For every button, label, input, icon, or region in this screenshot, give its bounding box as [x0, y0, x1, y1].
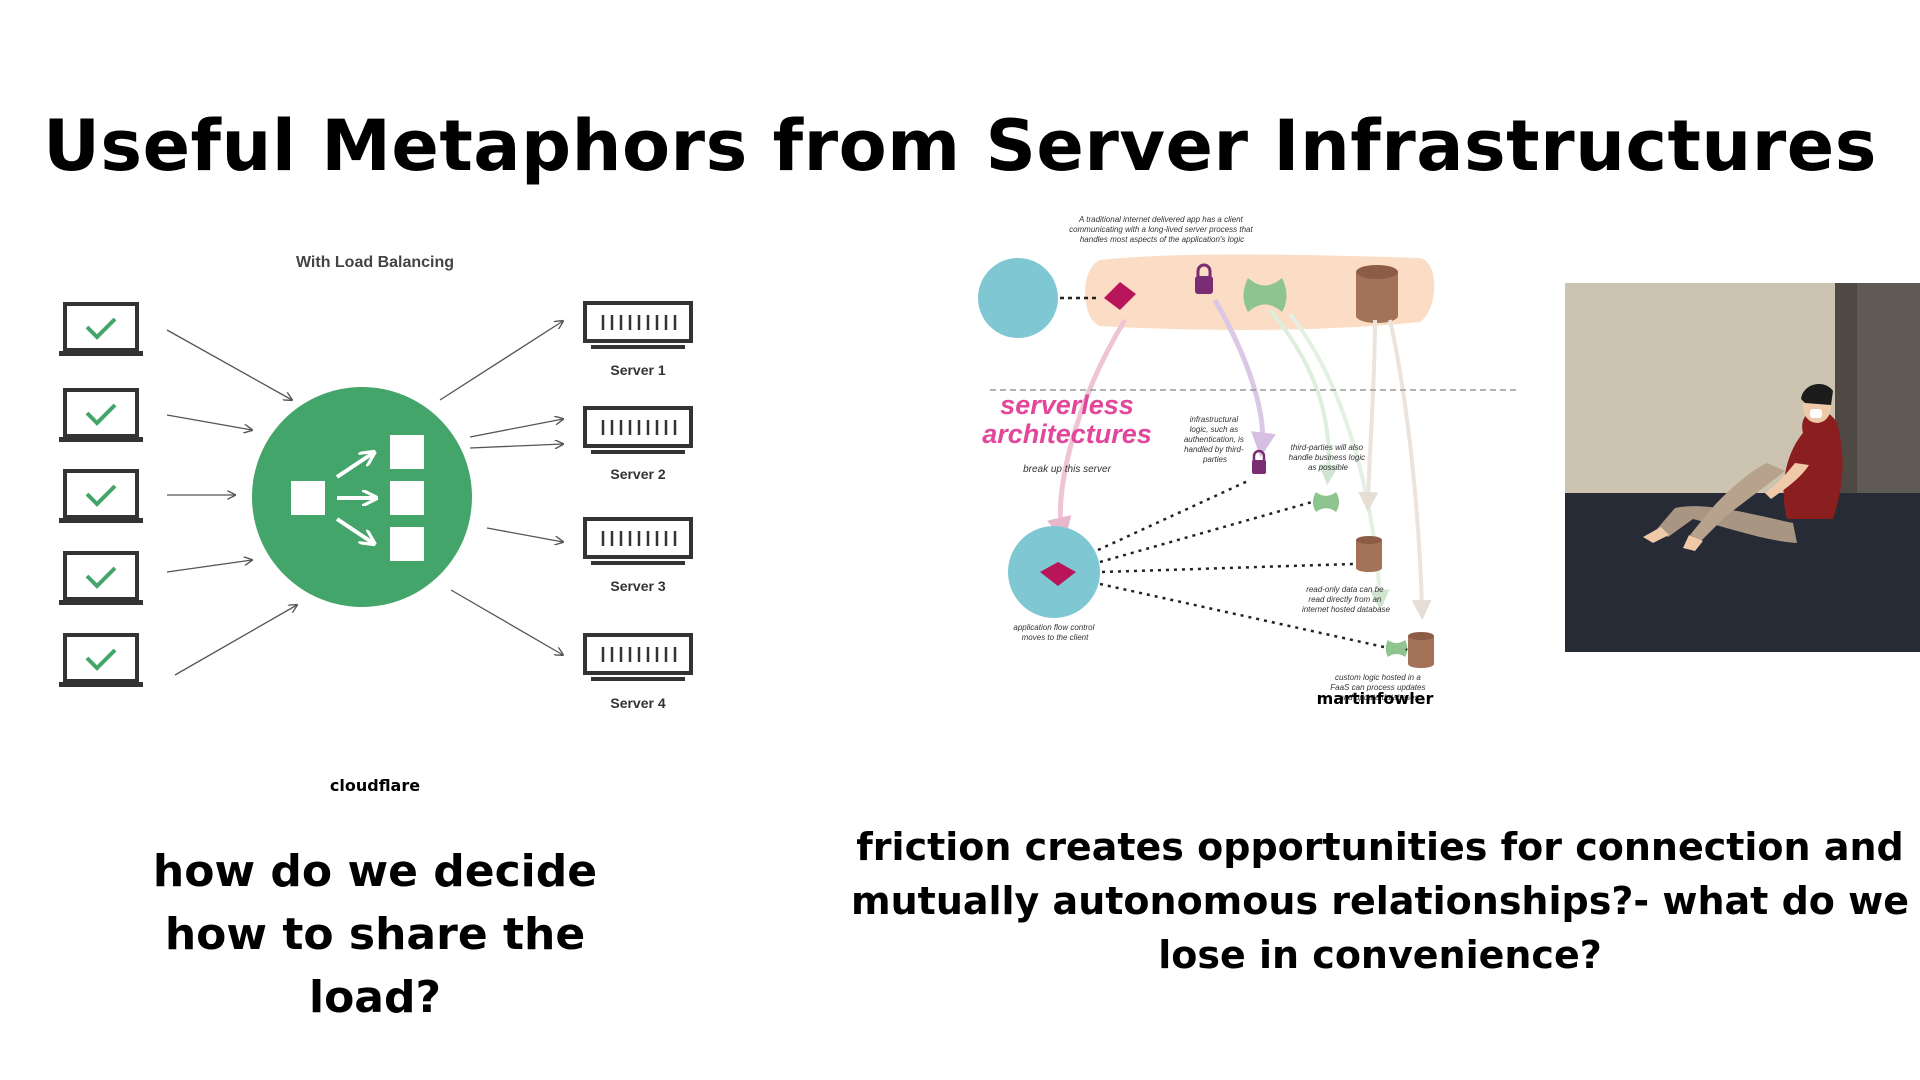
load-balancing-heading: With Load Balancing — [296, 254, 454, 271]
database-icon — [1356, 265, 1398, 323]
top-note: A traditional internet delivered app has… — [1069, 215, 1255, 244]
lock-icon — [1252, 449, 1266, 474]
dotted-connections — [1097, 478, 1408, 651]
serverless-subheading: break up this server — [1023, 464, 1111, 475]
load-balancing-diagram: With Load Balancing — [59, 254, 693, 711]
left-caption: how do we decide how to share the load? — [152, 846, 598, 1023]
client-circle — [978, 258, 1058, 338]
database-icon — [1356, 536, 1382, 572]
person-figure — [1643, 384, 1843, 551]
laptop-icon — [59, 388, 143, 442]
server-label: Server 3 — [610, 578, 665, 594]
server-icon — [583, 406, 693, 454]
app-logic-icon — [1104, 282, 1136, 310]
right-caption: friction creates opportunities for conne… — [851, 825, 1909, 977]
third-party-note: third-parties will also handle business … — [1289, 443, 1368, 472]
server-label: Server 4 — [610, 695, 665, 711]
outgoing-arrows — [439, 321, 563, 655]
serverless-diagram: A traditional internet delivered app has… — [978, 215, 1520, 702]
business-logic-icon — [1385, 640, 1408, 657]
app-logic-icon — [1040, 562, 1076, 586]
person-illustration — [1565, 283, 1920, 652]
cloudflare-credit: cloudflare — [329, 776, 421, 795]
client-note: application flow control moves to the cl… — [1013, 623, 1096, 642]
slide-title: Useful Metaphors from Server Infrastruct… — [43, 105, 1877, 187]
server-icon — [583, 301, 693, 349]
faas-note: custom logic hosted in a FaaS can proces… — [1330, 673, 1427, 702]
laptop-icon — [59, 551, 143, 605]
incoming-arrows — [166, 329, 297, 676]
laptop-icon — [59, 302, 143, 356]
auth-note: infrastructural logic, such as authentic… — [1184, 415, 1246, 464]
server-icon — [583, 633, 693, 681]
serverless-heading: architectures — [982, 419, 1152, 449]
server-icon — [583, 517, 693, 565]
business-logic-icon — [1313, 492, 1339, 512]
load-balancer-icon — [252, 387, 472, 607]
server-label: Server 1 — [610, 362, 665, 378]
serverless-heading: serverless — [1000, 390, 1134, 420]
lock-icon — [1195, 263, 1213, 294]
business-logic-icon — [1243, 278, 1287, 312]
laptop-icon — [59, 633, 143, 687]
server-label: Server 2 — [610, 466, 665, 482]
readonly-note: read-only data can be read directly from… — [1302, 585, 1391, 614]
martinfowler-credit: martinfowler — [1316, 689, 1434, 708]
laptop-icon — [59, 469, 143, 523]
database-icon — [1408, 632, 1434, 668]
